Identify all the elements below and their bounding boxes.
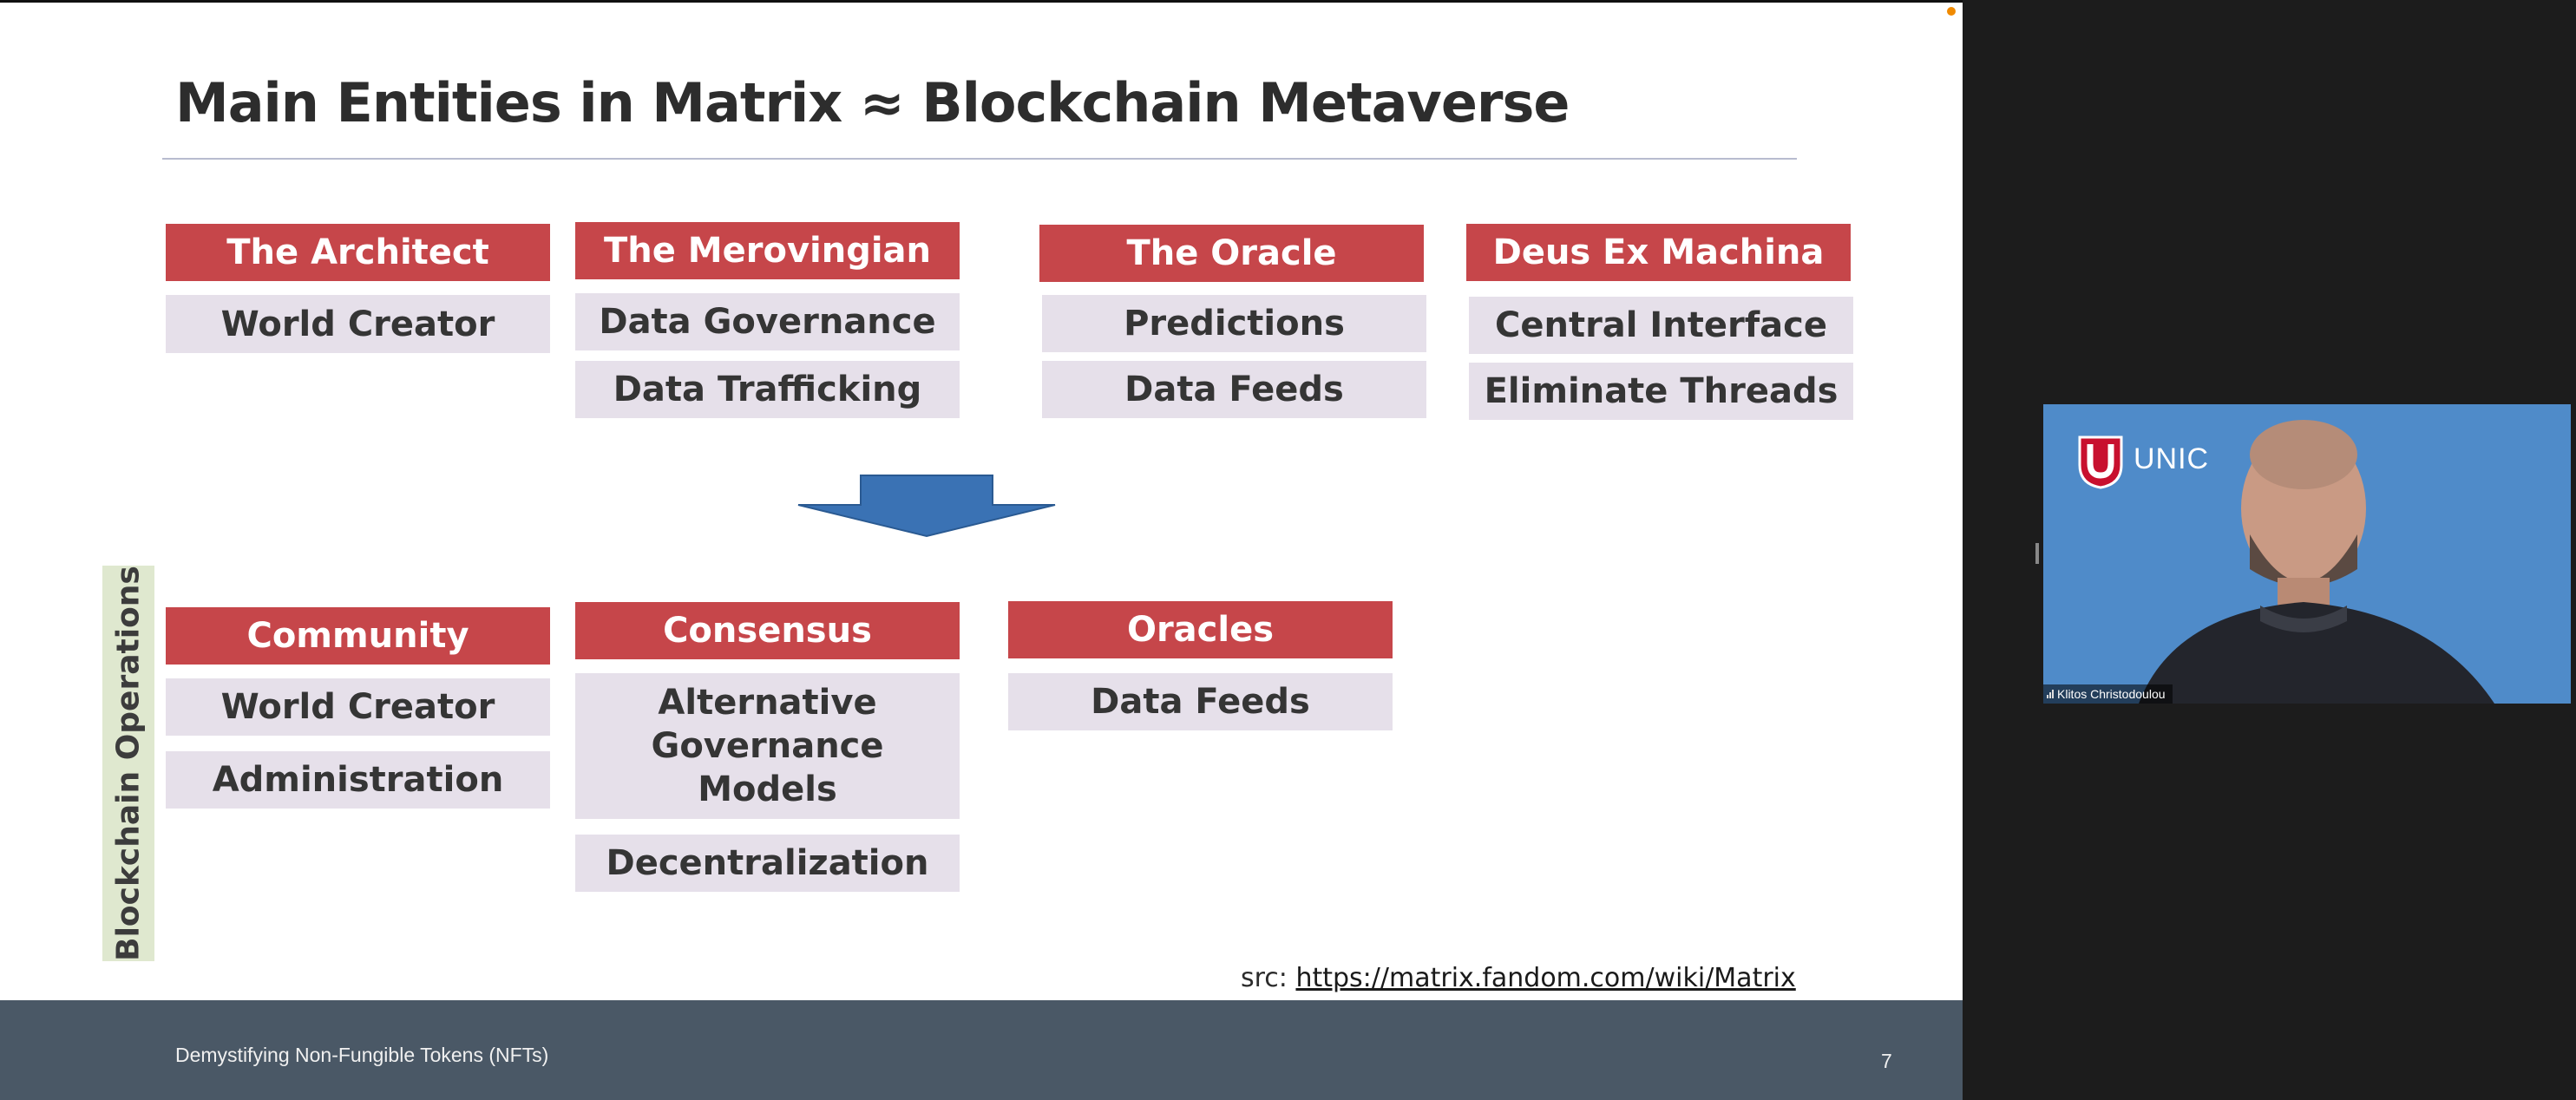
unic-logo-text: UNIC <box>2134 442 2210 475</box>
recording-indicator-icon <box>1947 7 1956 16</box>
item-decentralization: Decentralization <box>575 835 960 892</box>
signal-strength-icon <box>2047 690 2054 698</box>
heading-the-merovingian: The Merovingian <box>575 222 960 279</box>
item-data-governance: Data Governance <box>575 293 960 350</box>
page-number: 7 <box>1881 1050 1892 1072</box>
slide-footer <box>0 1000 1963 1100</box>
slide-title: Main Entities in Matrix ≈ Blockchain Met… <box>175 71 1570 134</box>
operations-label: Blockchain Operations <box>110 566 147 961</box>
heading-community: Community <box>166 607 550 665</box>
item-data-feeds: Data Feeds <box>1008 673 1393 730</box>
item-data-trafficking: Data Trafficking <box>575 361 960 418</box>
heading-the-oracle: The Oracle <box>1039 225 1424 282</box>
item-alternative-governance-models: Alternative Governance Models <box>575 673 960 819</box>
heading-consensus: Consensus <box>575 602 960 659</box>
unic-logo-icon <box>2078 435 2123 489</box>
panel-resize-handle[interactable] <box>2035 543 2039 564</box>
item-eliminate-threads: Eliminate Threads <box>1469 363 1853 420</box>
slide: Main Entities in Matrix ≈ Blockchain Met… <box>0 0 1963 1100</box>
source-citation: src: https://matrix.fandom.com/wiki/Matr… <box>1241 963 1796 993</box>
operations-label-background <box>102 566 154 961</box>
participant-name-tag: Klitos Christodoulou <box>2043 684 2173 704</box>
participant-video-tile[interactable]: UNIC Klitos Christodoulou <box>2043 404 2571 704</box>
item-predictions: Predictions <box>1042 295 1426 352</box>
item-data-feeds: Data Feeds <box>1042 361 1426 418</box>
participant-name: Klitos Christodoulou <box>2057 687 2166 701</box>
title-divider <box>162 158 1797 160</box>
item-administration: Administration <box>166 751 550 809</box>
source-link[interactable]: https://matrix.fandom.com/wiki/Matrix <box>1295 963 1796 993</box>
heading-oracles: Oracles <box>1008 601 1393 658</box>
footer-title: Demystifying Non-Fungible Tokens (NFTs) <box>175 1044 549 1066</box>
item-central-interface: Central Interface <box>1469 297 1853 354</box>
participant-video <box>2139 420 2494 704</box>
slide-top-edge <box>0 0 1963 3</box>
source-prefix: src: <box>1241 963 1288 993</box>
heading-deus-ex-machina: Deus Ex Machina <box>1466 224 1851 281</box>
item-world-creator: World Creator <box>166 295 550 353</box>
down-arrow-icon <box>797 475 1056 538</box>
heading-the-architect: The Architect <box>166 224 550 281</box>
item-world-creator: World Creator <box>166 678 550 736</box>
